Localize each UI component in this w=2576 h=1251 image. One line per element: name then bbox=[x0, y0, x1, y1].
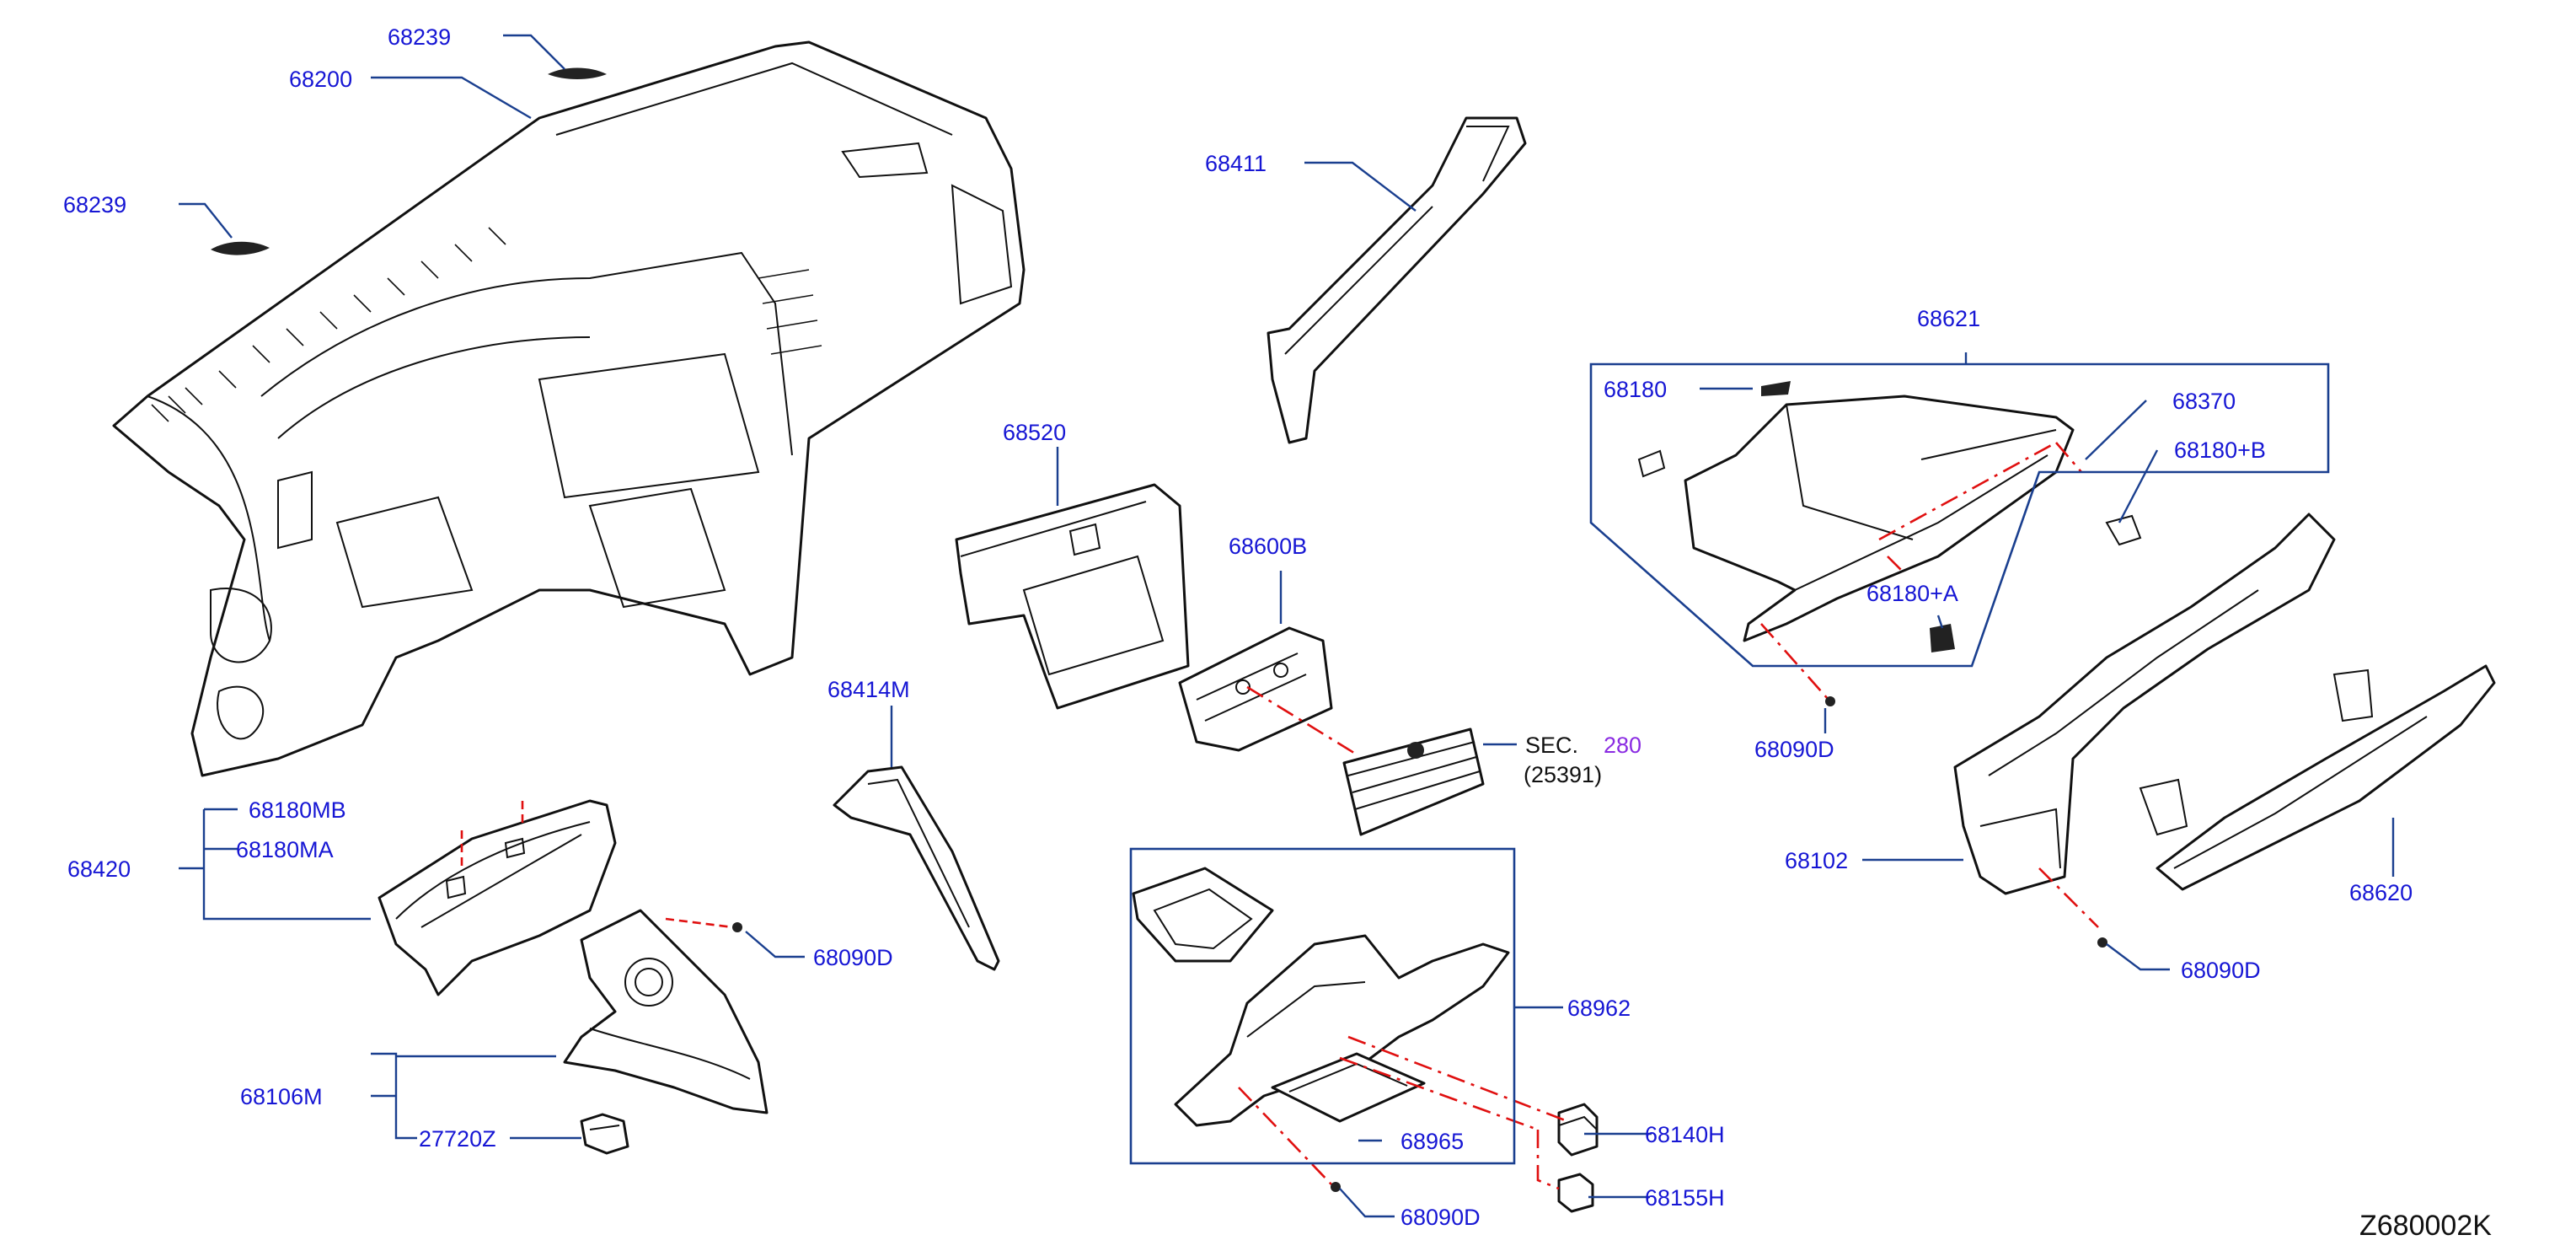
glove-box-lid-68620-drawing bbox=[2139, 664, 2496, 891]
label-68520: 68520 bbox=[1003, 420, 1066, 445]
fastener-dots bbox=[732, 696, 2107, 1192]
label-68965: 68965 bbox=[1400, 1129, 1464, 1154]
label-68239-top: 68239 bbox=[388, 24, 451, 50]
cluster-lid-68420-drawing bbox=[378, 799, 617, 996]
label-68420: 68420 bbox=[67, 856, 131, 882]
switch-68155H-drawing bbox=[1557, 1173, 1594, 1213]
label-sec-number: 280 bbox=[1604, 733, 1641, 758]
finisher-68411-drawing bbox=[1267, 116, 1527, 444]
label-68140h: 68140H bbox=[1645, 1122, 1725, 1147]
label-68090d-bottom: 68090D bbox=[1400, 1205, 1481, 1230]
label-68200: 68200 bbox=[289, 67, 352, 92]
label-68180ma: 68180MA bbox=[236, 837, 334, 862]
label-68102: 68102 bbox=[1785, 848, 1848, 873]
instrument-panel-drawing bbox=[112, 40, 1026, 777]
label-27720z: 27720Z bbox=[419, 1126, 496, 1152]
drawing-code: Z680002K bbox=[2359, 1210, 2492, 1242]
label-68180: 68180 bbox=[1604, 377, 1667, 402]
label-68414m: 68414M bbox=[827, 677, 910, 702]
assembly-lines bbox=[460, 441, 2099, 1190]
label-68155h: 68155H bbox=[1645, 1185, 1725, 1211]
glove-box-68621-drawing bbox=[1637, 381, 2142, 652]
defroster-grille-drawing bbox=[211, 67, 607, 255]
lower-instrument-panel-68102-drawing bbox=[1953, 513, 2336, 895]
leader-lines bbox=[179, 34, 2395, 1218]
audio-unit-drawing bbox=[1342, 728, 1485, 836]
callout-labels: 68239 68200 68239 68411 68621 68180 6837… bbox=[63, 24, 2492, 1242]
label-68180-b: 68180+B bbox=[2174, 438, 2266, 463]
label-68370: 68370 bbox=[2172, 389, 2236, 414]
label-68239-left: 68239 bbox=[63, 192, 126, 217]
bracket-68600B-drawing bbox=[1178, 626, 1333, 752]
label-68106m: 68106M bbox=[240, 1084, 323, 1109]
label-sec-prefix: SEC. bbox=[1525, 733, 1578, 758]
label-68090d-right-lower: 68090D bbox=[2181, 958, 2261, 983]
label-68620: 68620 bbox=[2349, 880, 2413, 905]
group-boxes bbox=[1129, 362, 2330, 1165]
label-68621: 68621 bbox=[1917, 306, 1980, 331]
finisher-68414M-drawing bbox=[833, 765, 1000, 971]
group-box-68621 bbox=[1589, 362, 2330, 668]
center-console-finisher-drawing bbox=[1132, 867, 1510, 1127]
label-68962: 68962 bbox=[1567, 996, 1631, 1021]
group-box-68962 bbox=[1129, 847, 1516, 1165]
label-68180-a: 68180+A bbox=[1866, 581, 1958, 606]
label-68600b: 68600B bbox=[1229, 534, 1307, 559]
label-68411: 68411 bbox=[1205, 151, 1267, 176]
switch-27720Z-drawing bbox=[580, 1113, 629, 1155]
switch-68140H-drawing bbox=[1557, 1103, 1599, 1157]
label-68090d-center: 68090D bbox=[813, 945, 893, 970]
label-sec-sub: (25391) bbox=[1524, 762, 1602, 787]
cluster-lid-68520-drawing bbox=[955, 483, 1190, 710]
lower-cover-68106M-drawing bbox=[563, 909, 769, 1114]
label-68180mb: 68180MB bbox=[249, 797, 346, 823]
label-68090d-right-upper: 68090D bbox=[1754, 737, 1834, 762]
